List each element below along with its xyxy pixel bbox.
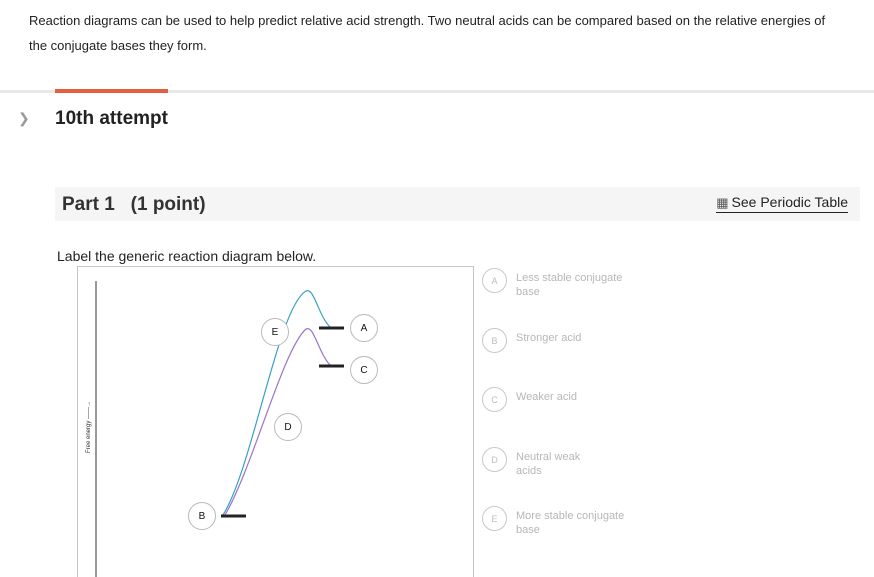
reaction-diagram: Free energy ——→ A C E D B xyxy=(77,266,474,577)
drop-target-d[interactable]: D xyxy=(274,413,302,441)
attempt-heading: 10th attempt xyxy=(55,108,168,129)
choice-stronger-acid[interactable]: B Stronger acid xyxy=(482,328,626,353)
choice-less-stable-conjugate-base[interactable]: A Less stable conjugate base xyxy=(482,268,626,299)
periodic-table-link-label: See Periodic Table xyxy=(731,194,848,210)
part-title: Part 1 (1 point) xyxy=(62,194,206,215)
drop-target-b[interactable]: B xyxy=(188,502,216,530)
periodic-table-icon: ▦ xyxy=(716,195,729,210)
choice-letter-badge: E xyxy=(482,506,507,531)
upper-energy-curve xyxy=(222,290,331,516)
choice-letter-badge: A xyxy=(482,268,507,293)
collapse-chevron-icon[interactable]: ❯ xyxy=(18,110,30,126)
choice-label: More stable conjugate base xyxy=(516,510,625,536)
choice-letter-badge: C xyxy=(482,387,507,412)
choice-letter-badge: D xyxy=(482,447,507,472)
lower-energy-curve xyxy=(224,328,331,516)
attempt-divider xyxy=(0,90,874,93)
drop-target-e[interactable]: E xyxy=(261,318,289,346)
choice-label: Weaker acid xyxy=(516,391,577,403)
y-axis-label: Free energy ——→ xyxy=(86,401,92,453)
choice-label: Stronger acid xyxy=(516,332,582,344)
choice-label: Less stable conjugate base xyxy=(516,272,623,298)
drop-target-c[interactable]: C xyxy=(350,356,378,384)
active-attempt-indicator xyxy=(55,89,168,93)
choice-weaker-acid[interactable]: C Weaker acid xyxy=(482,387,626,412)
problem-statement: Reaction diagrams can be used to help pr… xyxy=(29,8,869,58)
part-header-bar xyxy=(55,187,860,221)
choice-neutral-weak-acids[interactable]: D Neutral weak acids xyxy=(482,447,596,478)
choice-more-stable-conjugate-base[interactable]: E More stable conjugate base xyxy=(482,506,626,537)
reaction-diagram-canvas: Free energy ——→ xyxy=(86,281,344,577)
question-instruction: Label the generic reaction diagram below… xyxy=(57,248,317,264)
drop-target-a[interactable]: A xyxy=(350,314,378,342)
problem-statement-line-1: Reaction diagrams can be used to help pr… xyxy=(29,13,826,28)
periodic-table-link[interactable]: ▦See Periodic Table xyxy=(716,194,848,213)
choice-letter-badge: B xyxy=(482,328,507,353)
problem-statement-line-2: the conjugate bases they form. xyxy=(29,38,207,53)
choice-label: Neutral weak acids xyxy=(516,451,581,477)
